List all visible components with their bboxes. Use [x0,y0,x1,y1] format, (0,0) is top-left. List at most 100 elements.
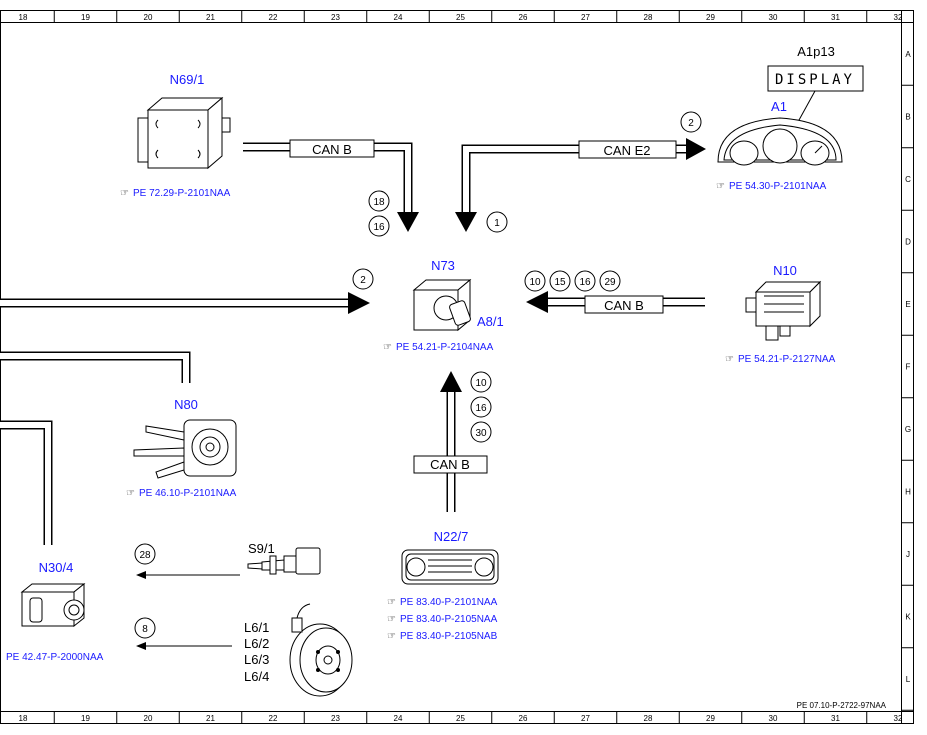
circle-10-right: 10 [524,270,546,292]
circle-18: 18 [368,190,390,212]
wire-n30 [0,420,53,545]
row-label-A: A [905,50,911,59]
n80-ref[interactable]: ☞PE 46.10-P-2101NAA [126,488,237,499]
column-label-top-29: 29 [706,13,715,22]
wire-n80 [0,351,191,383]
a8-1-label: A8/1 [477,314,504,329]
n80-label: N80 [174,397,198,412]
bus-label-can-e2: CAN E2 [578,140,677,159]
n22-7-ref-1[interactable]: ☞PE 83.40-P-2101NAA [387,597,498,608]
column-label-bottom-27: 27 [581,714,590,723]
n22-7-ref-3[interactable]: ☞PE 83.40-P-2105NAB [387,631,498,642]
column-label-bottom-31: 31 [831,714,840,723]
n10-label: N10 [773,263,797,278]
column-label-top-30: 30 [769,13,778,22]
column-label-bottom-19: 19 [81,714,90,723]
n30-4-label: N30/4 [39,560,74,575]
svg-text:16: 16 [579,277,591,288]
component-n30-4[interactable]: N30/4 PE 42.47-P-2000NAA [6,560,104,663]
bus-label-can-b-top: CAN B [289,139,375,158]
wheel-speed-sensor-icon [289,603,353,697]
component-a1[interactable]: A1p13 DISPLAY A1 ☞PE 54.30-P-2101NAA [716,44,864,192]
instrument-cluster-icon [717,117,843,166]
can-b-bottom-text: CAN B [430,457,470,472]
column-label-bottom-29: 29 [706,714,715,723]
abs-unit-icon [20,582,86,628]
row-label-D: D [905,238,911,247]
document-reference: PE 07.10-P-2722-97NAA [797,701,887,710]
diagram-frame [0,10,914,724]
column-label-top-32: 32 [894,13,903,22]
column-label-bottom-30: 30 [769,714,778,723]
column-label-top-19: 19 [81,13,90,22]
circle-15: 15 [549,270,571,292]
column-label-bottom-23: 23 [331,714,340,723]
arrow-up-n22 [440,371,462,392]
n22-7-label: N22/7 [434,529,469,544]
svg-text:10: 10 [475,378,487,389]
climate-control-panel-icon [401,549,499,585]
component-n10[interactable]: N10 ☞PE 54.21-P-2127NAA [725,263,836,365]
column-label-bottom-32: 32 [894,714,903,723]
column-label-top-28: 28 [644,13,653,22]
svg-text:28: 28 [139,550,151,561]
circle-2-top: 2 [680,111,702,133]
component-l6[interactable]: L6/1 L6/2 L6/3 L6/4 [244,603,353,697]
circle-16-top: 16 [368,215,390,237]
n73-ref[interactable]: ☞PE 54.21-P-2104NAA [383,342,494,353]
svg-text:16: 16 [373,222,385,233]
n69-1-ref[interactable]: ☞PE 72.29-P-2101NAA [120,188,231,199]
column-label-top-21: 21 [206,13,215,22]
arrow-left-n10 [526,291,548,313]
can-e2-text: CAN E2 [604,143,651,158]
l6-3-label: L6/3 [244,652,269,667]
sam-module-icon [745,280,822,341]
component-n80[interactable]: N80 ☞PE 46.10-P-2101NAA [126,397,237,499]
component-n22-7[interactable]: N22/7 ☞PE 83.40-P-2101NAA ☞PE 83.40-P-21… [387,529,499,642]
n73-label: N73 [431,258,455,273]
l6-4-label: L6/4 [244,669,269,684]
column-label-top-24: 24 [394,13,403,22]
circle-1: 1 [486,211,508,233]
ignition-switch-icon [412,278,472,332]
component-n73[interactable]: N73 A8/1 ☞PE 54.21-P-2104NAA [383,258,504,353]
column-label-top-22: 22 [269,13,278,22]
n22-7-ref-2[interactable]: ☞PE 83.40-P-2105NAA [387,614,498,625]
steering-column-module-icon [133,419,237,479]
bus-label-can-b-bottom: CAN B [413,455,488,474]
circle-16-right: 16 [574,270,596,292]
arrow-right-n73 [348,292,370,314]
circle-16-bottom: 16 [470,396,492,418]
row-label-C: C [905,175,911,184]
row-label-G: G [905,425,911,434]
svg-text:2: 2 [360,275,366,286]
bus-label-can-b-right: CAN B [584,295,664,314]
wire-can-e2 [461,144,690,215]
brake-light-switch-icon [247,547,321,575]
svg-text:15: 15 [554,277,566,288]
column-label-bottom-24: 24 [394,714,403,723]
column-label-top-31: 31 [831,13,840,22]
arrow-down-n69 [397,212,419,232]
row-label-L: L [906,675,911,684]
a1-ref[interactable]: ☞PE 54.30-P-2101NAA [716,181,827,192]
svg-text:16: 16 [475,403,487,414]
arrow-down-a1 [455,212,477,232]
circle-28: 28 [134,543,156,565]
column-ticks: 1818191920202121222223232424252526262727… [19,10,903,723]
svg-text:2: 2 [688,118,694,129]
n30-4-ref[interactable]: PE 42.47-P-2000NAA [6,652,104,663]
row-label-H: H [905,488,911,497]
a1p13-label: A1p13 [797,44,835,59]
l6-2-label: L6/2 [244,636,269,651]
n10-ref[interactable]: ☞PE 54.21-P-2127NAA [725,354,836,365]
svg-text:1: 1 [494,218,500,229]
circle-10-bottom: 10 [470,371,492,393]
can-b-top-text: CAN B [312,142,352,157]
component-s9-1[interactable]: S9/1 [247,541,321,575]
column-label-top-20: 20 [144,13,153,22]
component-n69-1[interactable]: N69/1 ☞PE 72.29-P-2101NAA [120,72,231,199]
svg-text:8: 8 [142,624,148,635]
can-b-right-text: CAN B [604,298,644,313]
circle-30: 30 [470,421,492,443]
